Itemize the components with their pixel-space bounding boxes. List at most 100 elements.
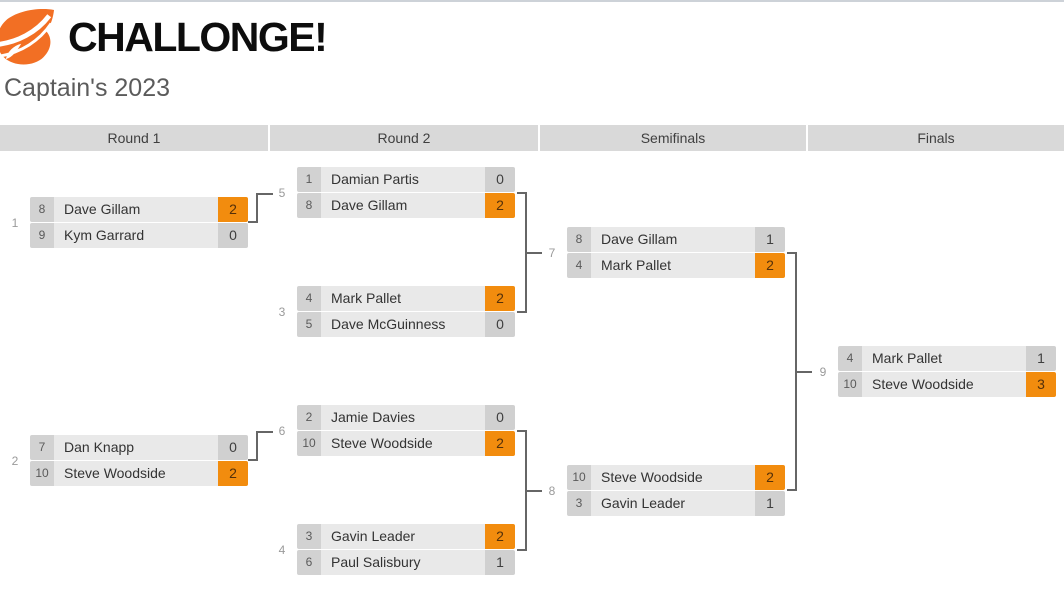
match-6: 6 2 Jamie Davies 0 10 Steve Woodside 2 (279, 405, 515, 457)
player-row[interactable]: 4 Mark Pallet 2 (297, 286, 515, 311)
connector-m1-to-m5 (248, 193, 258, 223)
player-row[interactable]: 10 Steve Woodside 2 (297, 431, 515, 456)
player-score: 1 (755, 227, 785, 252)
player-name: Dave Gillam (591, 227, 755, 252)
player-name: Steve Woodside (54, 461, 218, 486)
player-row[interactable]: 4 Mark Pallet 1 (838, 346, 1056, 371)
match-number-label: 4 (278, 543, 286, 557)
seed-badge: 4 (567, 253, 591, 278)
seed-badge: 10 (838, 372, 862, 397)
player-name: Kym Garrard (54, 223, 218, 248)
player-score: 3 (1026, 372, 1056, 397)
seed-badge: 3 (567, 491, 591, 516)
seed-badge: 5 (297, 312, 321, 337)
seed-badge: 4 (297, 286, 321, 311)
player-name: Mark Pallet (321, 286, 485, 311)
seed-badge: 3 (297, 524, 321, 549)
connector-m7-stub (527, 252, 542, 254)
page-header: CHALLONGE! (0, 8, 328, 66)
player-score: 2 (485, 524, 515, 549)
match-number-label: 9 (819, 365, 827, 379)
match-7: 7 8 Dave Gillam 1 4 Mark Pallet 2 (549, 227, 785, 279)
seed-badge: 9 (30, 223, 54, 248)
player-name: Paul Salisbury (321, 550, 485, 575)
player-name: Mark Pallet (591, 253, 755, 278)
match-3: 3 4 Mark Pallet 2 5 Dave McGuinness 0 (279, 286, 515, 338)
seed-badge: 8 (567, 227, 591, 252)
player-row[interactable]: 4 Mark Pallet 2 (567, 253, 785, 278)
seed-badge: 10 (30, 461, 54, 486)
challonge-logo-icon[interactable] (0, 9, 56, 65)
player-score: 2 (755, 465, 785, 490)
player-score: 2 (218, 461, 248, 486)
player-name: Damian Partis (321, 167, 485, 192)
match-number-label: 6 (278, 424, 286, 438)
player-score: 0 (485, 405, 515, 430)
player-row[interactable]: 5 Dave McGuinness 0 (297, 312, 515, 337)
player-score: 2 (485, 193, 515, 218)
seed-badge: 4 (838, 346, 862, 371)
connector-m8-stub (527, 490, 542, 492)
round-header-semifinals: Semifinals (540, 125, 806, 151)
player-name: Dave Gillam (321, 193, 485, 218)
player-row[interactable]: 10 Steve Woodside 2 (567, 465, 785, 490)
player-score: 0 (218, 223, 248, 248)
match-5: 5 1 Damian Partis 0 8 Dave Gillam 2 (279, 167, 515, 219)
player-name: Jamie Davies (321, 405, 485, 430)
round-headers-bar: Round 1 Round 2 Semifinals Finals (0, 125, 1064, 151)
challonge-logo-text[interactable]: CHALLONGE! (68, 13, 328, 60)
seed-badge: 8 (30, 197, 54, 222)
player-score: 1 (1026, 346, 1056, 371)
player-row[interactable]: 3 Gavin Leader 1 (567, 491, 785, 516)
player-score: 2 (755, 253, 785, 278)
player-name: Steve Woodside (321, 431, 485, 456)
player-row[interactable]: 3 Gavin Leader 2 (297, 524, 515, 549)
player-name: Steve Woodside (862, 372, 1026, 397)
player-row[interactable]: 6 Paul Salisbury 1 (297, 550, 515, 575)
player-score: 0 (485, 167, 515, 192)
connector-m6-m4-to-m8 (517, 430, 527, 551)
player-name: Gavin Leader (591, 491, 755, 516)
player-row[interactable]: 8 Dave Gillam 2 (297, 193, 515, 218)
match-number-label: 8 (548, 484, 556, 498)
seed-badge: 10 (297, 431, 321, 456)
player-row[interactable]: 9 Kym Garrard 0 (30, 223, 248, 248)
player-name: Dave Gillam (54, 197, 218, 222)
match-number-label: 5 (278, 186, 286, 200)
player-name: Dan Knapp (54, 435, 218, 460)
connector-m2-to-m6 (248, 431, 258, 461)
connector-m5-m3-to-m7 (517, 192, 527, 313)
round-header-round1: Round 1 (0, 125, 268, 151)
player-score: 2 (485, 431, 515, 456)
connector-m7-m8-to-m9 (787, 252, 797, 491)
player-name: Gavin Leader (321, 524, 485, 549)
player-name: Dave McGuinness (321, 312, 485, 337)
seed-badge: 6 (297, 550, 321, 575)
player-score: 1 (755, 491, 785, 516)
tournament-title: Captain's 2023 (4, 74, 171, 102)
round-header-round2: Round 2 (270, 125, 538, 151)
player-row[interactable]: 8 Dave Gillam 1 (567, 227, 785, 252)
player-score: 0 (218, 435, 248, 460)
player-row[interactable]: 8 Dave Gillam 2 (30, 197, 248, 222)
player-row[interactable]: 1 Damian Partis 0 (297, 167, 515, 192)
match-number-label: 3 (278, 305, 286, 319)
match-1: 1 8 Dave Gillam 2 9 Kym Garrard 0 (12, 197, 248, 249)
match-8: 8 10 Steve Woodside 2 3 Gavin Leader 1 (549, 465, 785, 517)
match-number-label: 7 (548, 246, 556, 260)
match-2: 2 7 Dan Knapp 0 10 Steve Woodside 2 (12, 435, 248, 487)
seed-badge: 7 (30, 435, 54, 460)
player-row[interactable]: 7 Dan Knapp 0 (30, 435, 248, 460)
seed-badge: 1 (297, 167, 321, 192)
player-row[interactable]: 10 Steve Woodside 3 (838, 372, 1056, 397)
match-number-label: 2 (11, 454, 19, 468)
match-4: 4 3 Gavin Leader 2 6 Paul Salisbury 1 (279, 524, 515, 576)
player-name: Mark Pallet (862, 346, 1026, 371)
player-score: 2 (485, 286, 515, 311)
connector-m2-to-m6-stub (256, 431, 273, 433)
player-name: Steve Woodside (591, 465, 755, 490)
player-row[interactable]: 10 Steve Woodside 2 (30, 461, 248, 486)
player-row[interactable]: 2 Jamie Davies 0 (297, 405, 515, 430)
player-score: 1 (485, 550, 515, 575)
